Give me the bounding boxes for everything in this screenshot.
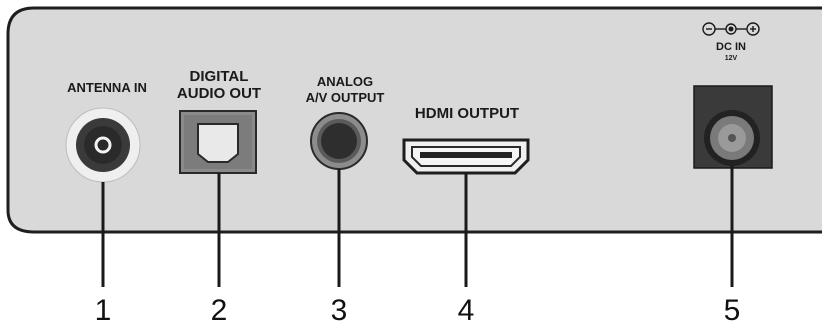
callout-number-5: 5 bbox=[724, 294, 741, 322]
antenna-coax-port bbox=[65, 107, 141, 183]
analog-av-label-line1: ANALOG bbox=[317, 74, 373, 89]
optical-audio-port bbox=[179, 110, 257, 174]
callout-number-1: 1 bbox=[95, 294, 112, 322]
dc-polarity-icon bbox=[702, 22, 760, 36]
dc-in-label: DC IN bbox=[716, 41, 746, 53]
dc-power-jack bbox=[693, 85, 773, 169]
digital-audio-label-line1: DIGITAL bbox=[190, 68, 249, 85]
dc-voltage-label: 12V bbox=[725, 55, 738, 62]
callout-number-4: 4 bbox=[458, 294, 475, 322]
rear-panel bbox=[6, 6, 822, 234]
hdmi-output-label: HDMI OUTPUT bbox=[415, 105, 519, 122]
analog-av-jack bbox=[310, 112, 368, 170]
callout-number-2: 2 bbox=[211, 294, 228, 322]
analog-av-label-line2: A/V OUTPUT bbox=[306, 90, 385, 105]
callout-number-3: 3 bbox=[331, 294, 348, 322]
antenna-in-label: ANTENNA IN bbox=[67, 80, 147, 95]
digital-audio-label-line2: AUDIO OUT bbox=[177, 85, 261, 102]
hdmi-port bbox=[402, 138, 530, 175]
